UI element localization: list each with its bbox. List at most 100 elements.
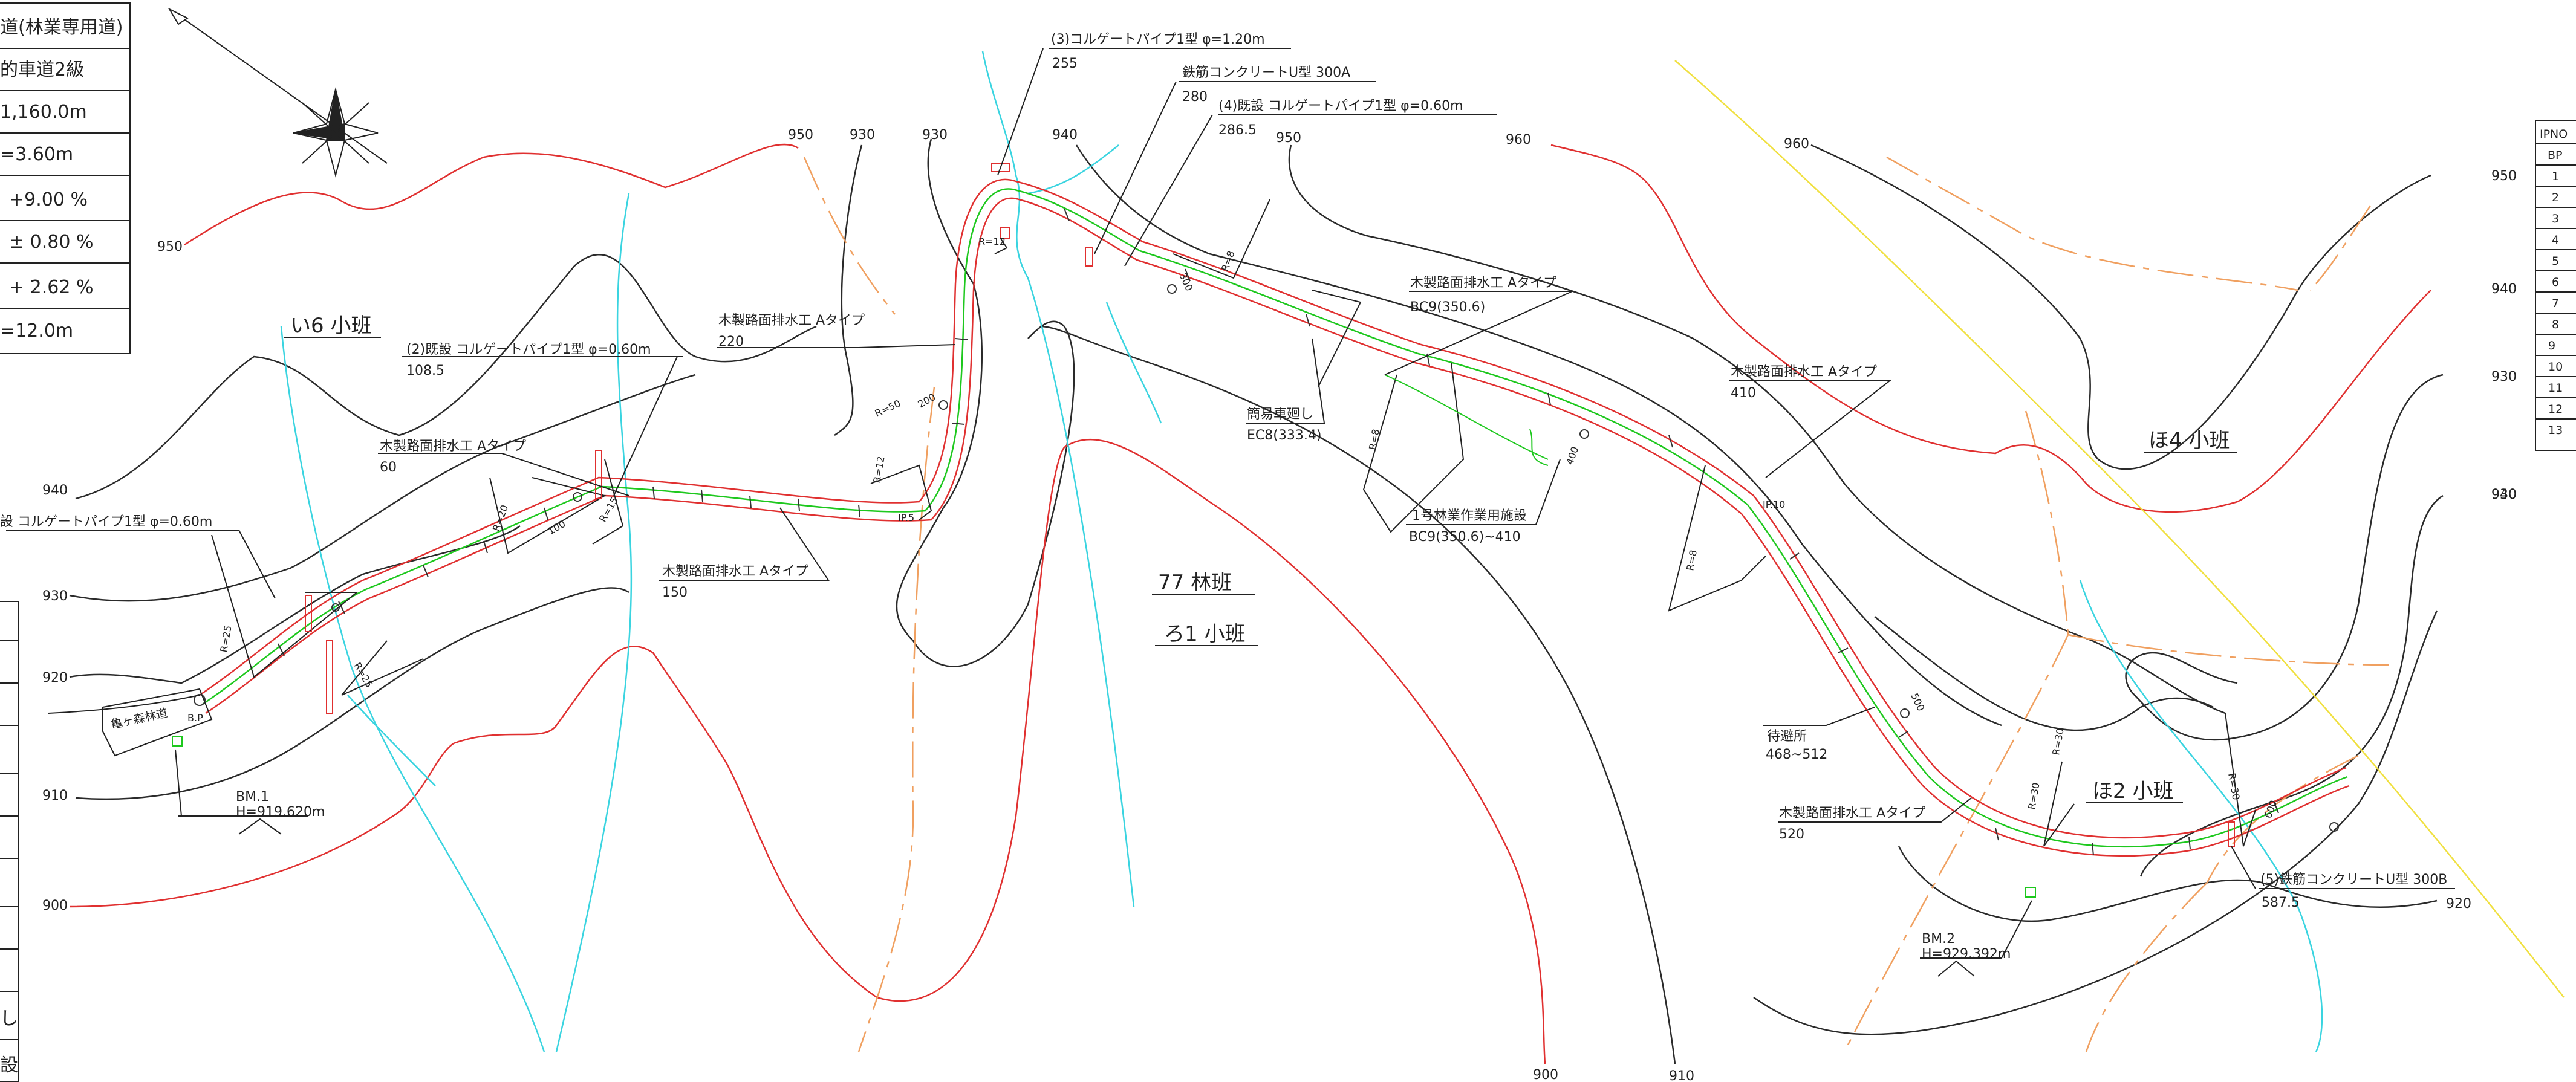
spec-row-6: + 2.62 % [9,277,94,298]
road-edge-inner [205,197,2350,857]
ridge-h [2085,882,2208,1052]
benchmarks [172,374,2036,898]
road-mark: R=50 [873,397,903,419]
stream-gully [1105,302,1162,424]
callout-drain60-value: 60 [380,460,397,475]
road-mark: 400 [1564,445,1581,466]
stream-center-west [555,193,633,1052]
callout-drain220-value: 220 [718,334,744,349]
ip-row: 13 [2548,424,2563,437]
ridge-g [1843,634,2069,1052]
road-mark: R=8 [1367,428,1382,450]
spec-table: 道(林業専用道) 的車道2級 1,160.0m =3.60m +9.00 % ±… [0,2,131,354]
callout-drain60-title: 木製路面排水工 Aタイプ [380,439,526,454]
contour-label: 960 [1506,132,1531,147]
contour-940-upper [1288,144,2226,714]
contour-930-west [69,374,696,602]
contour-940-east [2125,374,2444,741]
road-mark: IP.10 [1763,499,1785,510]
callout-bm2-title: BM.2 [1922,931,1955,947]
road-mark: 600 [2262,799,2279,820]
north-arrow-icon [168,7,388,178]
contour-label: 920 [42,670,68,685]
contour-label: 900 [42,898,68,913]
ridge-a [803,157,896,315]
contour-lines-red [69,143,2431,1064]
facility-area [1529,429,1549,466]
callout-u300a-title: 鉄筋コンクリートU型 300A [1182,65,1350,80]
callout-bm1-value: H=919.620m [236,805,325,820]
callout-u300b-value: 587.5 [2262,895,2300,910]
contour-label: 940 [42,483,68,498]
callout-drain520-value: 520 [1779,827,1804,842]
culverts [305,163,2235,847]
callout-pipe2-value: 108.5 [406,363,444,378]
area-label-i6: い6 小班 [290,314,371,338]
stream-west [280,326,545,1052]
road-mark: B.P [187,712,203,724]
contour-920-east [1898,846,2438,922]
road-mark: R=8 [1219,249,1237,273]
callout-u300a-value: 280 [1182,89,1208,105]
ridge-b [857,386,935,1052]
callout-pipe3-value: 255 [1052,56,1078,71]
spec-row-1: 的車道2級 [0,59,84,80]
bm1-marker [172,736,183,747]
ip-row: 10 [2548,360,2563,374]
callout-turn-title: 簡易車廻し [1247,407,1313,422]
ip-row: 7 [2552,297,2559,310]
contour-label: 950 [2491,169,2517,184]
callouts: (3)コルゲートパイプ1型 φ=1.20m 255 鉄筋コンクリートU型 300… [0,32,2447,962]
road-mark: R=30 [2226,772,2242,801]
contour-label: 930 [2491,487,2517,502]
contour-930-east [2139,494,2444,877]
callout-wait-value: 468~512 [1766,747,1827,762]
compartment-boundary [1674,60,2565,998]
road-mark: R=12 [978,236,1006,247]
area-label-ho4: ほ4 小班 [2148,429,2230,453]
contour-label: 930 [850,128,875,143]
contour-label: 930 [2491,369,2517,384]
contour-label: 930 [42,589,68,604]
contour-label: 910 [1669,1069,1694,1082]
road-mark: R=8 [1684,549,1699,571]
contour-label: 910 [42,788,68,803]
stream-center [981,51,1135,907]
area-label-ro1: ろ1 小班 [1164,622,1245,646]
ip-row: 1 [2552,170,2559,183]
callout-pipe3-title: (3)コルゲートパイプ1型 φ=1.20m [1051,32,1265,47]
stream-east [2079,580,2323,1052]
contour-label: 920 [2446,896,2471,912]
contour-label: 940 [2491,282,2517,297]
contour-label: 950 [157,239,183,254]
callout-pipe2-title: (2)既設 コルゲートパイプ1型 φ=0.60m [406,342,651,357]
contour-label: 950 [788,128,813,143]
road-mark: R=30 [2026,782,2042,811]
road-annotations: B.P IP.5 IP.10 R=12 R=50 R=12 R=25 R=25 … [187,236,2279,820]
station-ticks [278,208,2279,856]
contour-label: 900 [1533,1067,1558,1082]
contour-940-mid [834,144,863,436]
callout-turn-value: EC8(333.4) [1247,428,1321,443]
callout-drain520-title: 木製路面排水工 Aタイプ [1779,806,1925,821]
left-lower-table [0,601,19,1082]
ip-row: 4 [2552,233,2559,247]
callout-u300b-title: (5)鉄筋コンクリートU型 300B [2260,872,2447,887]
radius-leaders [211,199,2256,847]
callout-drain410-title: 木製路面排水工 Aタイプ [1731,364,1877,380]
callout-leaders [6,48,2455,977]
stream-branch [1027,144,1119,195]
ip-table-header: IPNO [2540,128,2568,141]
bm2-marker [2025,887,2036,898]
road-centerline [202,188,2348,848]
ridge-f [2067,633,2389,666]
callout-pipe4-value: 286.5 [1218,123,1257,138]
ridge-d [2309,205,2372,291]
ip-row: 9 [2548,339,2555,352]
contour-930-upper [1075,144,2002,727]
spec-row-5: ± 0.80 % [9,232,94,253]
area-labels: い6 小班 77 林班 ろ1 小班 ほ4 小班 ほ2 小班 亀ヶ森林道 [109,314,2237,803]
ridge-i [2206,754,2359,883]
callout-pipe4-title: (4)既設 コルゲートパイプ1型 φ=0.60m [1218,99,1463,114]
